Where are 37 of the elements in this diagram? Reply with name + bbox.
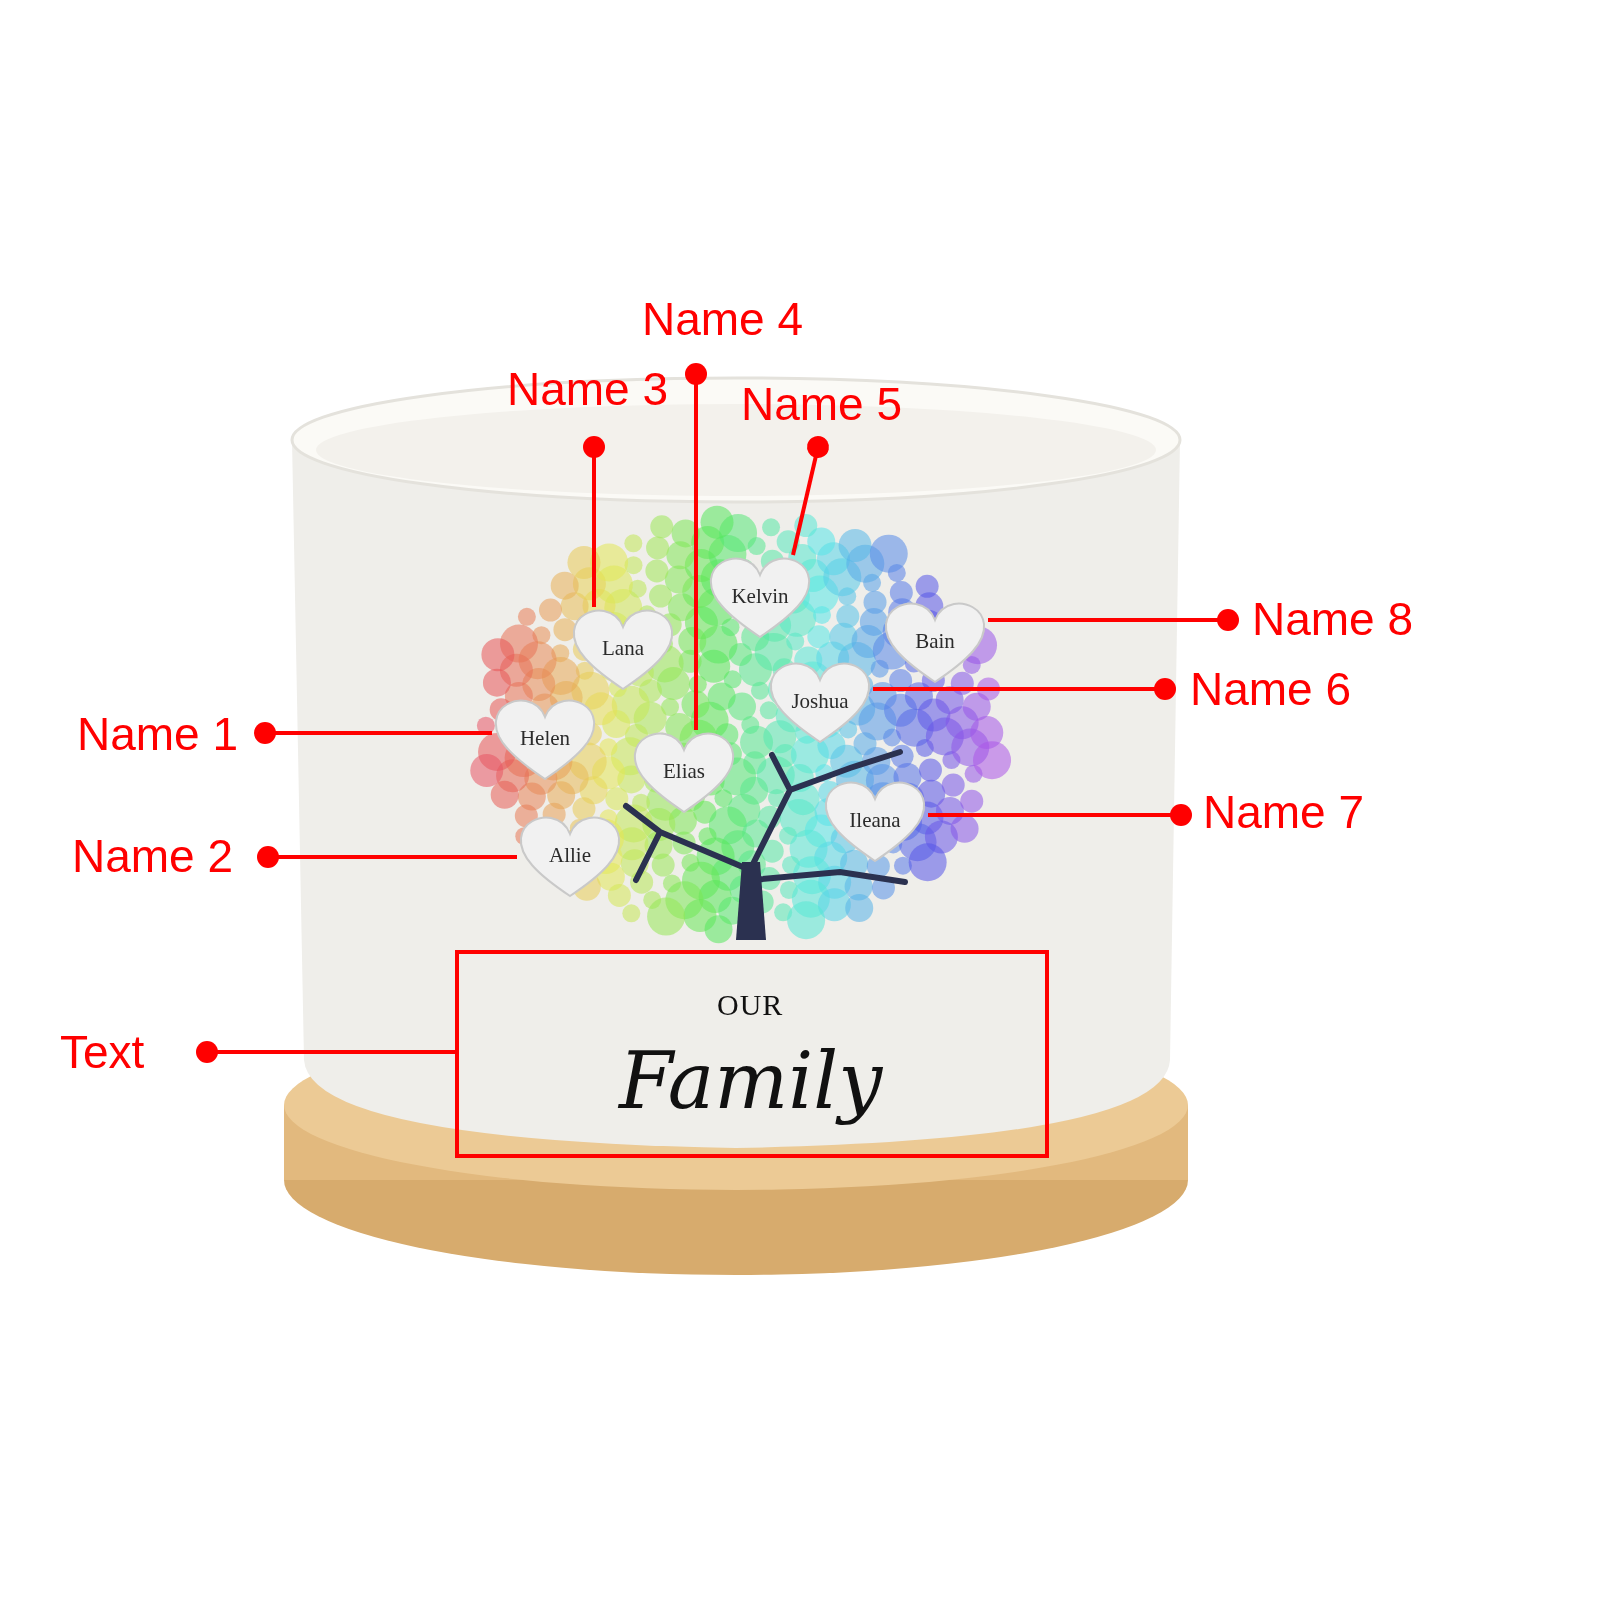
name-text: Lana bbox=[602, 635, 644, 661]
leader-line bbox=[988, 609, 1239, 631]
heart-tag bbox=[707, 555, 813, 641]
leader-line bbox=[583, 436, 605, 607]
name-text: Elias bbox=[663, 758, 705, 784]
callout-label: Name 8 bbox=[1252, 593, 1414, 645]
text-area-frame bbox=[455, 950, 1049, 1158]
heart-tag bbox=[631, 730, 737, 816]
heart-tag bbox=[570, 607, 676, 693]
leader-line bbox=[257, 846, 517, 868]
leader-line bbox=[254, 722, 492, 744]
name-text: Bain bbox=[915, 628, 955, 654]
name-text: Joshua bbox=[791, 688, 849, 714]
leader-line bbox=[196, 1041, 455, 1063]
leader-line bbox=[928, 804, 1192, 826]
name-text: Kelvin bbox=[731, 583, 789, 609]
heart-tag bbox=[767, 660, 873, 746]
callout-label: Name 1 bbox=[77, 708, 239, 760]
name-text: Helen bbox=[519, 725, 571, 751]
leader-line bbox=[685, 363, 707, 730]
name-text: Allie bbox=[549, 842, 591, 868]
script-text: Family bbox=[619, 1036, 883, 1126]
callout-label: Name 3 bbox=[507, 363, 669, 415]
leader-line bbox=[791, 436, 829, 556]
callout-label: Name 5 bbox=[741, 378, 903, 430]
callout-label: Name 4 bbox=[642, 293, 804, 345]
heart-tag bbox=[822, 779, 928, 865]
name-text: Ileana bbox=[849, 807, 901, 833]
heart-tag bbox=[882, 600, 988, 686]
small-caps-text: OUR bbox=[717, 988, 784, 1022]
callout-label: Name 2 bbox=[72, 830, 234, 882]
leader-line bbox=[873, 678, 1176, 700]
callout-label: Name 6 bbox=[1190, 663, 1352, 715]
callout-label: Name 7 bbox=[1203, 786, 1365, 838]
callout-label: Text bbox=[60, 1026, 145, 1078]
heart-tag bbox=[492, 697, 598, 783]
heart-tag bbox=[517, 814, 623, 900]
